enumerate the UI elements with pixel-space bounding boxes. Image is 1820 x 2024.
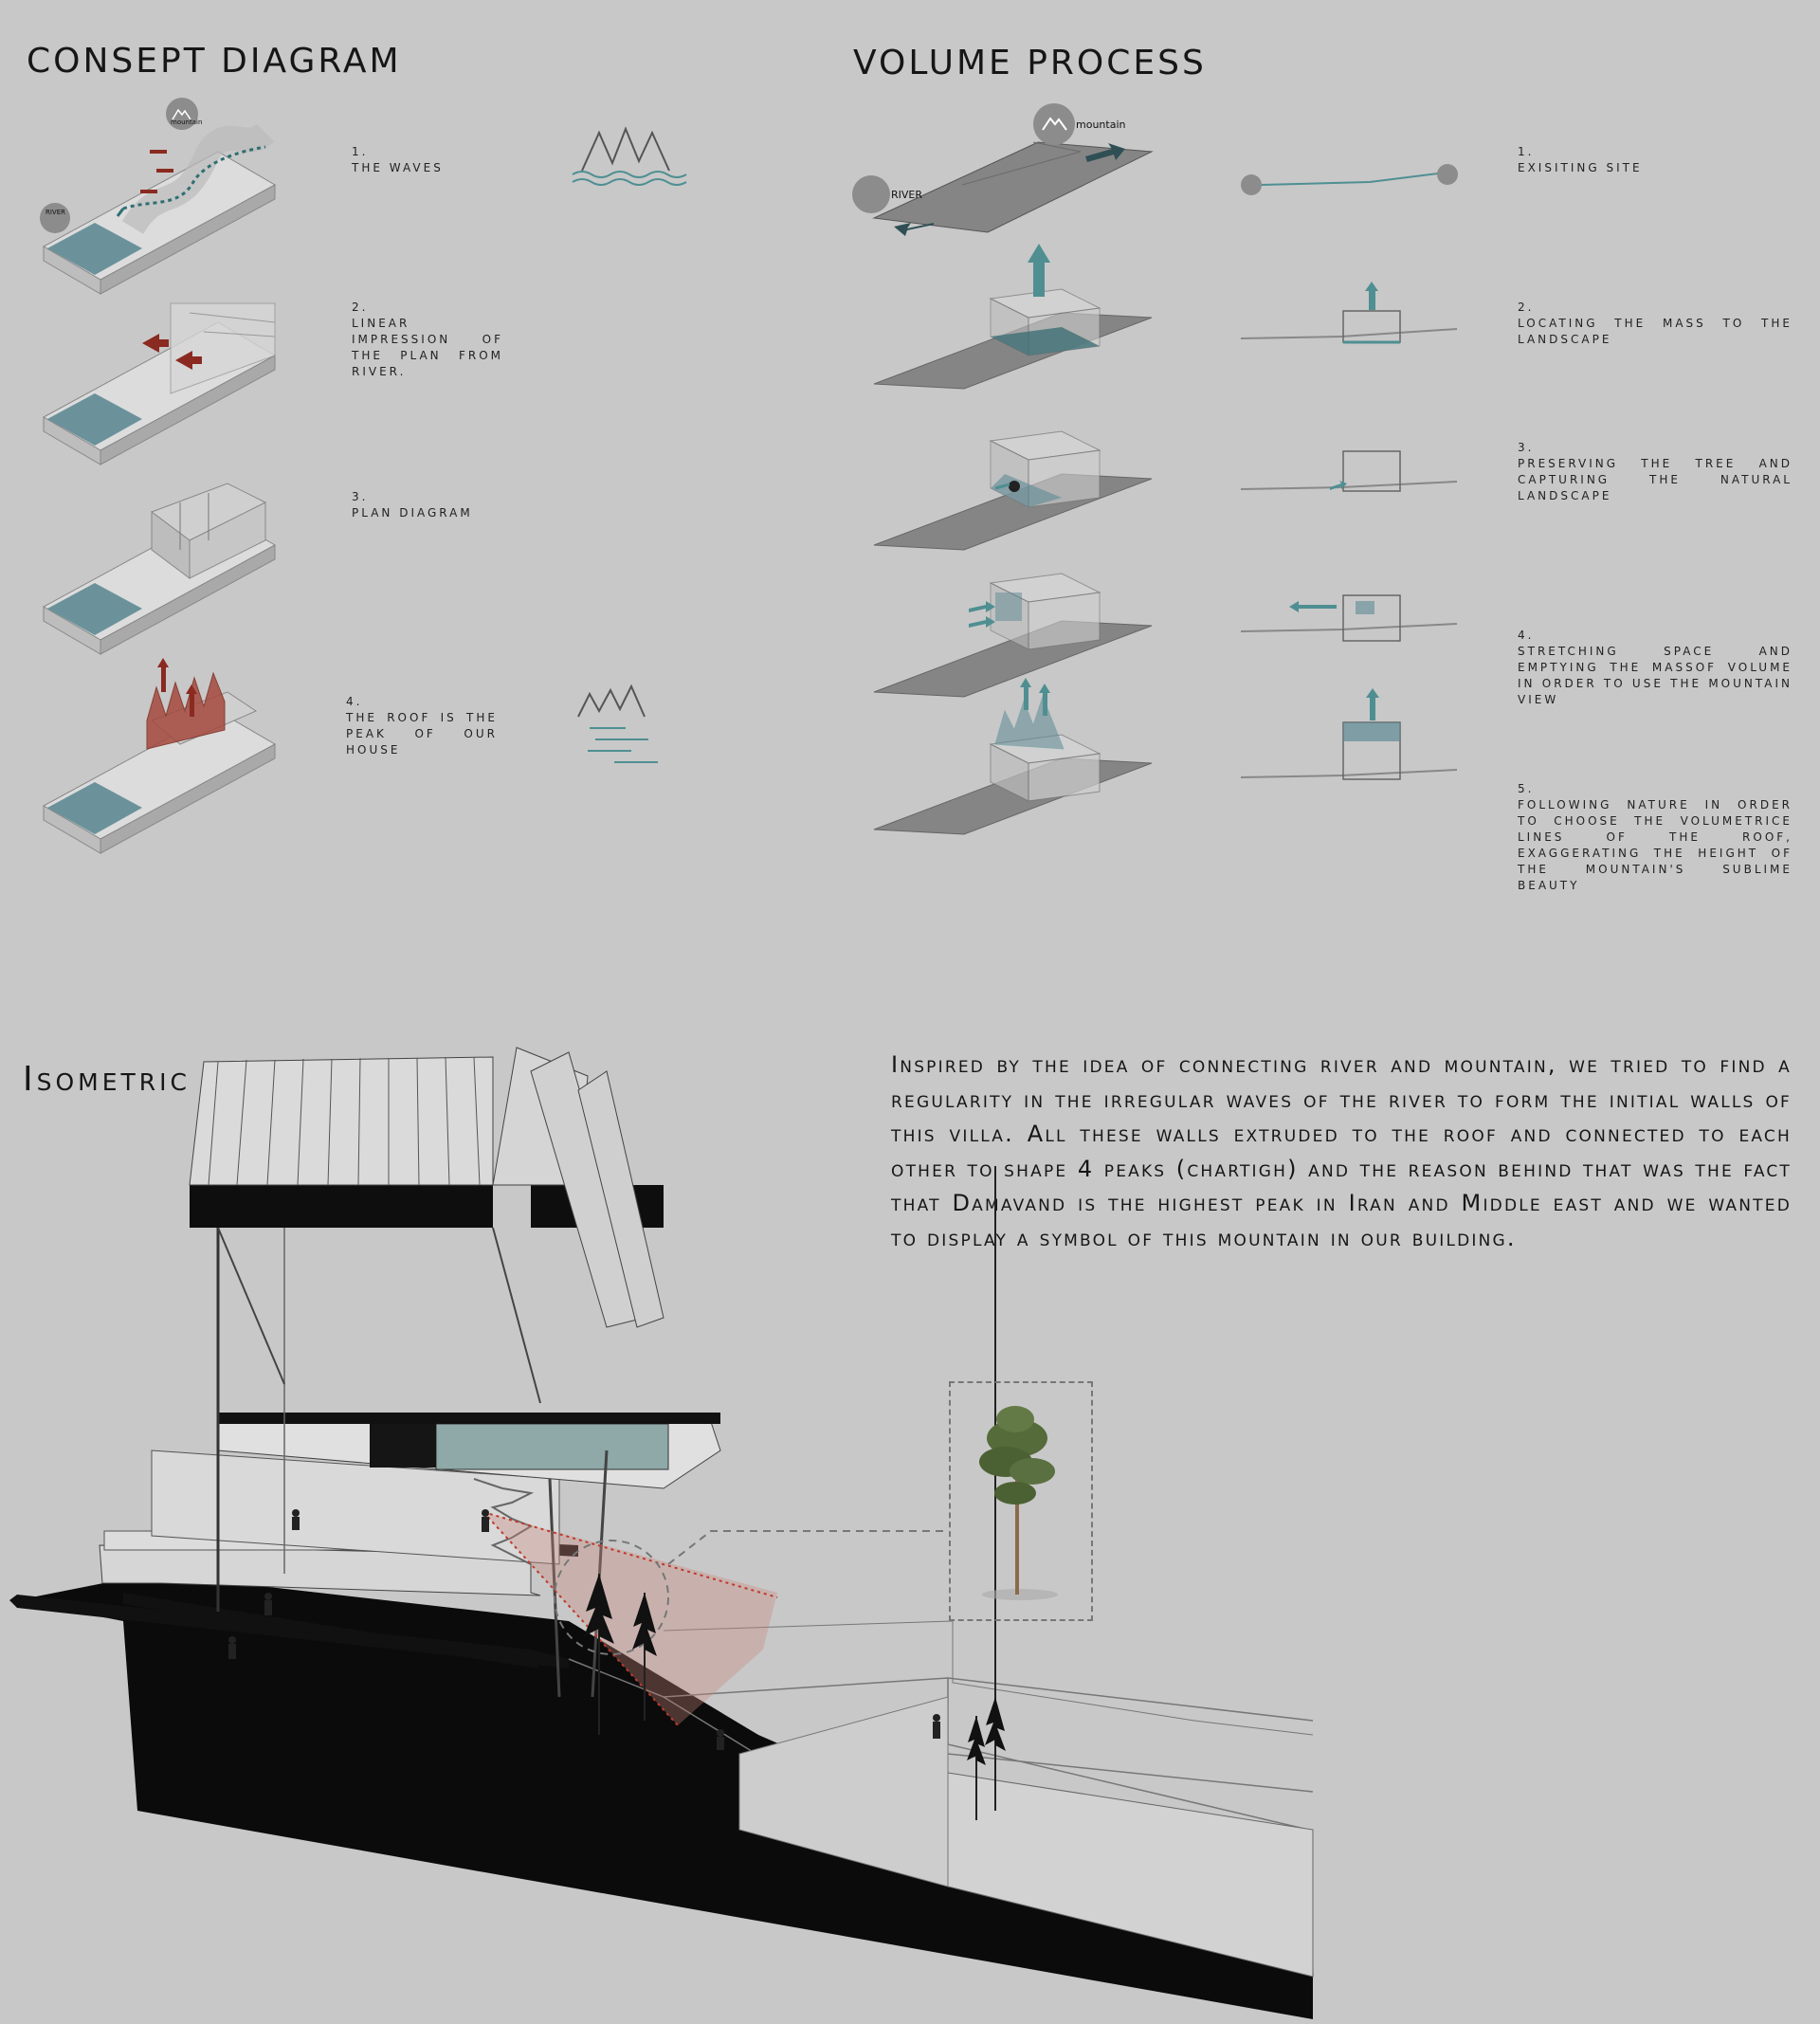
concept-step-2: 2. linear impression of the plan from ri… <box>352 300 503 380</box>
volume-step-5-text: following nature in order to choose the … <box>1518 798 1793 892</box>
concept-diagram-roof <box>42 658 277 854</box>
isometric-section-drawing <box>9 1047 1314 2019</box>
concept-step-1-number: 1. <box>352 145 369 158</box>
concept-step-4-text: the roof is the peak of our house <box>346 711 498 757</box>
mountain-waves-icon <box>572 126 687 186</box>
concept-diagram-linear <box>42 302 277 465</box>
concept-step-3: 3. Plan diagram <box>352 489 503 521</box>
river-icon-label: RIVER <box>46 209 65 216</box>
volume-step-1-text: exisiting site <box>1518 161 1643 174</box>
concept-step-1: 1. The waves <box>352 144 503 176</box>
site-section-line-2 <box>1240 282 1458 344</box>
volume-step-3-tree <box>873 430 1153 551</box>
volume-process-title: VOLUME PROCESS <box>853 44 1207 82</box>
volume-step-1-site: mountain RIVER <box>852 103 1154 236</box>
volume-step-2: 2. locating the mass to the landscape <box>1518 300 1793 348</box>
volume-step-3: 3. preserving the tree and capturing the… <box>1518 440 1793 504</box>
volume-step-4: 4. stretching space and emptying the mas… <box>1518 628 1793 708</box>
tree-inset-frame <box>949 1381 1093 1621</box>
site-section-line-1 <box>1241 164 1458 195</box>
concept-step-3-number: 3. <box>352 490 369 503</box>
volume-step-3-number: 3. <box>1518 441 1535 454</box>
volume-step-2-text: locating the mass to the landscape <box>1518 317 1793 346</box>
volume-step-1: 1. exisiting site <box>1518 144 1793 176</box>
volume-step-1-number: 1. <box>1518 145 1535 158</box>
volume-step-5: 5. following nature in order to choose t… <box>1518 781 1793 894</box>
concept-diagram-waves: mountain RIVER <box>40 98 277 295</box>
concept-step-2-text: linear impression of the plan from river… <box>352 317 503 378</box>
concept-step-3-text: Plan diagram <box>352 506 473 520</box>
pine-tree-illustration <box>979 1406 1058 1600</box>
project-description: Inspired by the idea of connecting river… <box>891 1051 1792 1251</box>
concept-step-2-number: 2. <box>352 301 369 314</box>
volume-step-2-number: 2. <box>1518 301 1535 314</box>
site-section-line-3 <box>1240 450 1458 492</box>
volume-step-4-stretch <box>873 573 1153 698</box>
volume-step-3-text: preserving the tree and capturing the na… <box>1518 457 1793 502</box>
volume-step-5-number: 5. <box>1518 782 1535 795</box>
mountain-label: mountain <box>1076 119 1125 131</box>
volume-step-4-text: stretching space and emptying the massof… <box>1518 645 1793 706</box>
concept-diagram-title: CONSEPT DIAGRAM <box>27 42 402 81</box>
volume-step-2-mass <box>873 244 1153 390</box>
mountain-icon-label: mountain <box>171 119 202 126</box>
ground-section <box>17 1574 1313 2019</box>
concept-step-1-text: The waves <box>352 161 444 174</box>
volume-step-4-number: 4. <box>1518 629 1535 642</box>
volume-step-5-roof <box>873 678 1153 835</box>
concept-step-4: 4. the roof is the peak of our house <box>346 694 498 758</box>
river-label: RIVER <box>891 189 922 201</box>
mountain-lines-icon <box>577 684 658 763</box>
concept-diagram-plan <box>42 483 277 655</box>
site-section-line-5 <box>1240 688 1458 780</box>
site-section-line-4 <box>1240 594 1458 642</box>
concept-step-4-number: 4. <box>346 695 363 708</box>
